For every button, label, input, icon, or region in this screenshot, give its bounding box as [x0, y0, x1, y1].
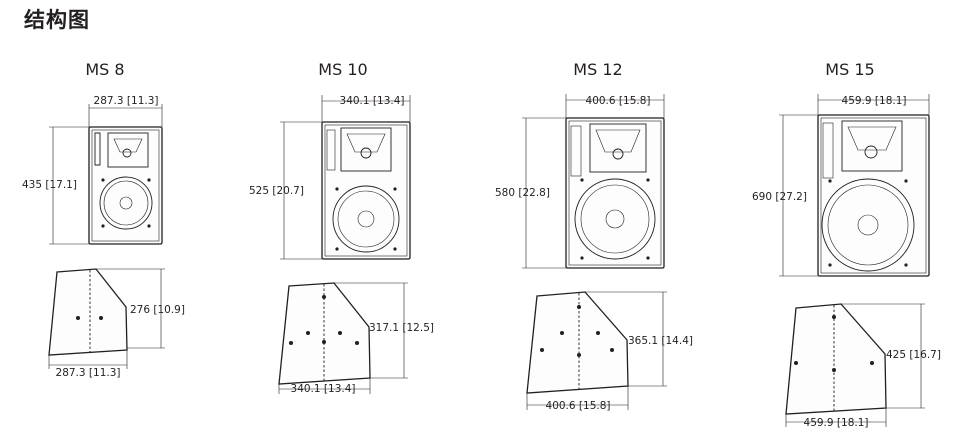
bottom-width-label: 287.3 [11.3] [56, 367, 121, 379]
cabinet-front [817, 114, 930, 277]
page-title: 结构图 [24, 8, 90, 32]
model-name: MS 10 [318, 60, 367, 79]
model-name: MS 15 [825, 60, 874, 79]
depth-label: 317.1 [12.5] [369, 322, 434, 334]
bottom-width-label: 400.6 [15.8] [546, 400, 611, 412]
depth-label: 425 [16.7] [886, 349, 941, 361]
bottom-width-label: 459.9 [18.1] [804, 417, 869, 429]
height-label: 435 [17.1] [22, 179, 77, 191]
model-ms8: MS 8 287.3 [11.3] 435 [17.1] 276 [10.9] [22, 60, 185, 379]
cabinet-front [565, 117, 665, 269]
cabinet-side [48, 268, 128, 356]
model-name: MS 12 [573, 60, 622, 79]
cabinet-side [278, 282, 371, 385]
model-ms10: MS 10 340.1 [13.4] 525 [20.7] 317.1 [12.… [249, 60, 434, 395]
height-label: 690 [27.2] [752, 191, 807, 203]
model-name: MS 8 [85, 60, 124, 79]
width-label: 459.9 [18.1] [842, 95, 907, 107]
model-ms12: MS 12 400.6 [15.8] 580 [22.8] 365.1 [14.… [495, 60, 693, 412]
model-ms15: MS 15 459.9 [18.1] 690 [27.2] 425 [16.7]… [752, 60, 941, 429]
cabinet-side [526, 291, 629, 394]
width-label: 340.1 [13.4] [340, 95, 405, 107]
height-label: 580 [22.8] [495, 187, 550, 199]
width-label: 287.3 [11.3] [94, 95, 159, 107]
cabinet-front [321, 121, 411, 260]
depth-label: 276 [10.9] [130, 304, 185, 316]
height-label: 525 [20.7] [249, 185, 304, 197]
depth-label: 365.1 [14.4] [628, 335, 693, 347]
cabinet-side [785, 303, 887, 415]
width-label: 400.6 [15.8] [586, 95, 651, 107]
bottom-width-label: 340.1 [13.4] [291, 383, 356, 395]
